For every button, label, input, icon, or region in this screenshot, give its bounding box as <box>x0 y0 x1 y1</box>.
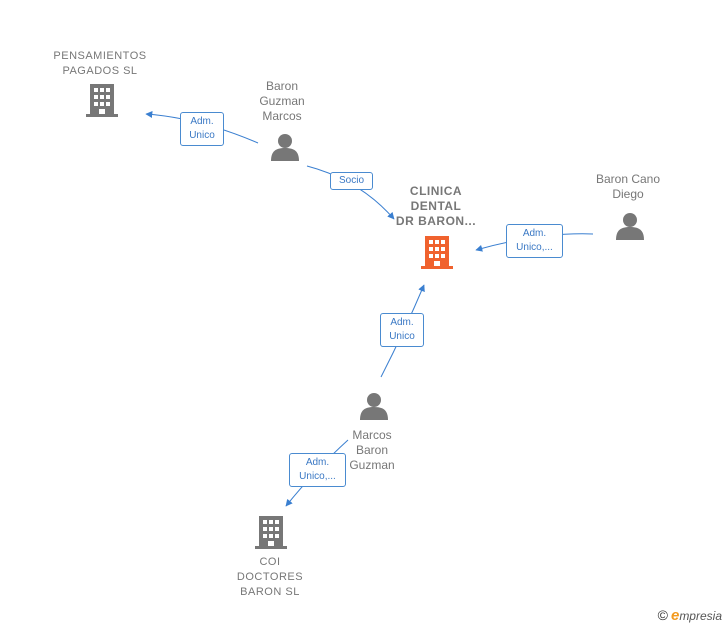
person-icon[interactable] <box>360 393 388 420</box>
person-icon[interactable] <box>271 134 299 161</box>
node-label-marcos-baron-guzman[interactable]: Marcos Baron Guzman <box>349 428 395 472</box>
edge-label-socio: Socio <box>330 172 373 190</box>
brand-logo-initial: e <box>670 607 680 624</box>
footer-brand: ©empresia <box>658 607 722 624</box>
copyright-symbol: © <box>657 607 668 623</box>
edge-label-adm-unico: Adm. Unico <box>180 112 224 146</box>
node-label-baron-cano-diego[interactable]: Baron Cano Diego <box>595 172 661 201</box>
node-label-baron-guzman-marcos[interactable]: Baron Guzman Marcos <box>259 79 305 123</box>
edge-label-adm-unico-baron-cano: Adm. Unico,... <box>506 224 563 258</box>
node-label-coi-doctores-baron[interactable]: COI DOCTORES BARON SL <box>236 556 304 598</box>
brand-name: mpresia <box>679 609 722 623</box>
node-label-clinica-dental[interactable]: CLINICA DENTAL DR BARON... <box>395 184 477 228</box>
edge-label-adm-unico-coi: Adm. Unico,... <box>289 453 346 487</box>
building-icon[interactable] <box>421 236 453 269</box>
person-icon[interactable] <box>616 213 644 240</box>
node-label-pensamientos-pagados[interactable]: PENSAMIENTOS PAGADOS SL <box>53 50 147 77</box>
edge-label-adm-unico-clinica: Adm. Unico <box>380 313 424 347</box>
building-icon[interactable] <box>86 84 118 117</box>
building-icon[interactable] <box>255 516 287 549</box>
